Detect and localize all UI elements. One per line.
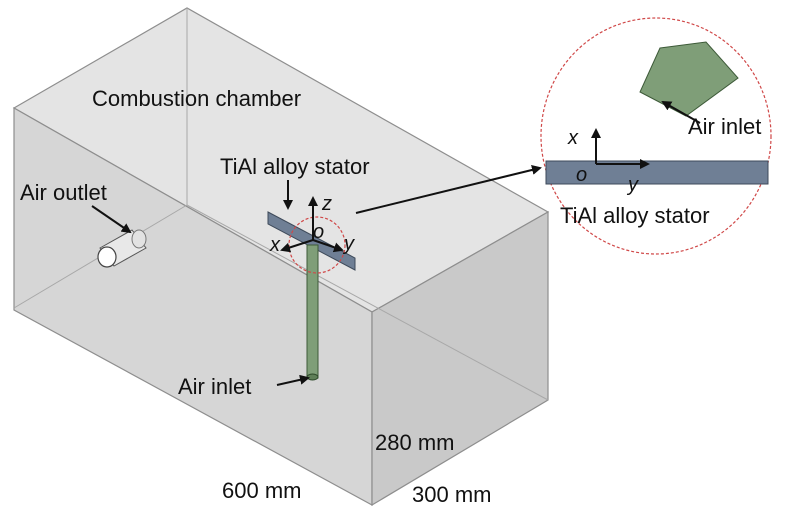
combustion-chamber-box [12, 7, 550, 507]
main-axis-z-label: z [321, 193, 332, 215]
inset-stator-label: TiAl alloy stator [560, 203, 710, 228]
dim-height-label: 280 mm [375, 430, 454, 455]
zoom-pointer-arrow [355, 165, 542, 214]
inset-axis-y-label: y [626, 174, 639, 196]
inset-air-inlet-arrow [661, 101, 701, 124]
dim-width-label: 300 mm [412, 482, 491, 507]
air-inlet-arrow [276, 374, 310, 386]
dim-length-label: 600 mm [222, 478, 301, 503]
inset-air-inlet-pipe [639, 41, 739, 117]
air-outlet-cylinder [97, 229, 147, 268]
air-inlet-pipe [306, 244, 319, 381]
main-axis-y-label: y [342, 233, 355, 255]
zoom-inset: x y o [540, 17, 772, 255]
chamber-label: Combustion chamber [92, 86, 301, 111]
inset-air-inlet-label: Air inlet [688, 114, 761, 139]
main-axis-x-label: x [269, 234, 281, 256]
inset-stator-bar [545, 160, 769, 185]
main-origin-label: o [313, 221, 324, 243]
inset-axis-x-label: x [567, 127, 579, 149]
chamber-hidden-edge [186, 204, 549, 401]
main-axes: z x y o [269, 193, 355, 256]
air-outlet-arrow [91, 205, 132, 234]
stator-label: TiAl alloy stator [220, 154, 370, 179]
inset-origin-label: o [576, 164, 587, 186]
air-inlet-label: Air inlet [178, 374, 251, 399]
air-outlet-label: Air outlet [20, 180, 107, 205]
